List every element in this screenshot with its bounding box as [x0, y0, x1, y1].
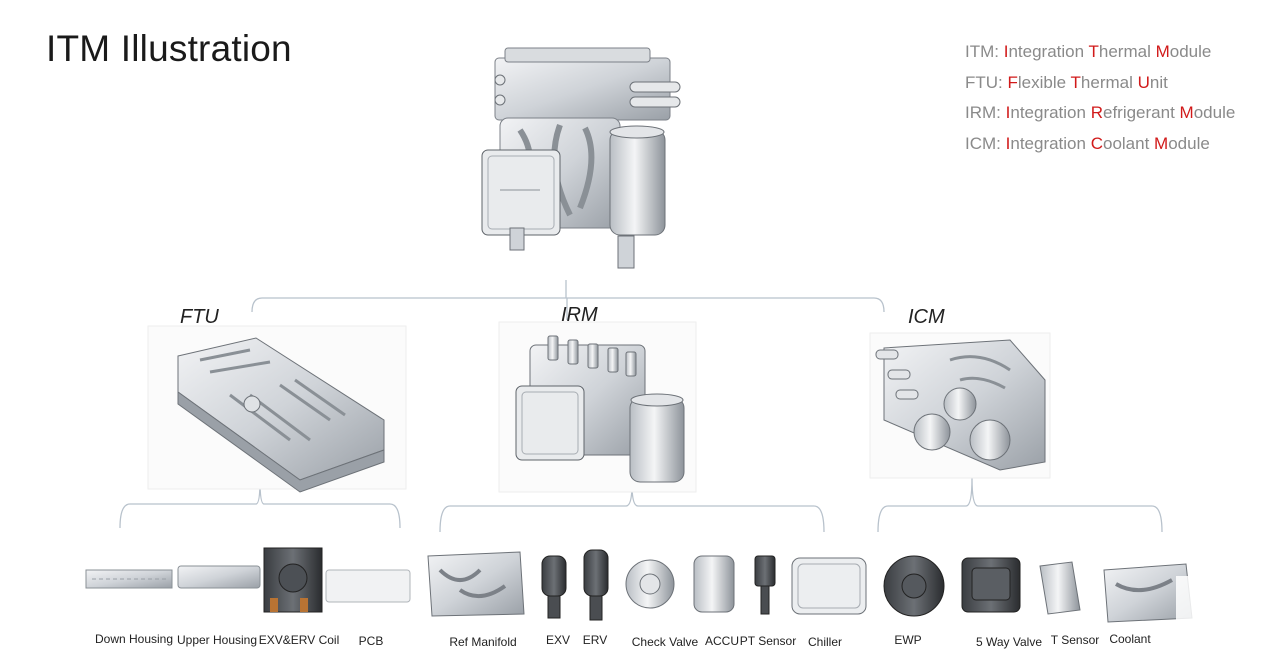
legend-initial: T	[1088, 42, 1099, 61]
legend-abbr: IRM:	[965, 103, 1001, 122]
legend-initial: M	[1154, 133, 1169, 153]
legend-initial: T	[1070, 72, 1081, 92]
legend-initial: M	[1155, 42, 1170, 61]
legend-word-rest: odule	[1169, 42, 1212, 61]
part-label-pcb: PCB	[358, 634, 384, 648]
legend-initial: F	[1007, 72, 1018, 92]
legend-row-irm: IRM: Integration Refrigerant Module	[965, 103, 1270, 134]
legend-word-rest: odule	[1168, 133, 1210, 153]
part-label-exv-erv-coil: EXV&ERV Coil	[258, 633, 340, 647]
component-images	[85, 547, 1246, 636]
legend-row-ftu: FTU: Flexible Thermal Unit	[965, 73, 1270, 104]
itm-assembly-image	[481, 47, 681, 269]
part-label-t-sensor: T Sensor	[1050, 633, 1100, 647]
legend-row-itm: ITM: Integration Thermal Module	[965, 42, 1270, 73]
abbreviation-legend: ITM: Integration Thermal Module FTU: Fle…	[965, 42, 1270, 164]
legend-word-rest: hermal	[1080, 72, 1138, 92]
part-label-exv: EXV	[545, 633, 571, 647]
part-label-ewp: EWP	[894, 633, 922, 647]
part-label-ref-manifold: Ref Manifold	[449, 635, 517, 649]
legend-row-icm: ICM: Integration Coolant Module	[965, 134, 1270, 165]
irm-label: IRM	[561, 304, 598, 326]
legend-word-rest: nit	[1149, 72, 1168, 92]
part-label-coolant-manifold: Coolant	[1109, 632, 1151, 646]
part-label-5-way-valve: 5 Way Valve	[975, 635, 1043, 649]
legend-word-rest: ntegration	[1010, 133, 1091, 153]
icm-image	[869, 332, 1051, 479]
part-label-down-housing: Down Housing	[94, 632, 174, 646]
legend-word-rest: ntegration	[1010, 103, 1091, 122]
legend-word-rest: hermal	[1098, 42, 1156, 61]
legend-word-rest: lexible	[1017, 72, 1071, 92]
legend-initial: I	[1005, 133, 1011, 153]
legend-initial: U	[1137, 72, 1150, 92]
part-label-chiller: Chiller	[807, 635, 843, 649]
legend-word-rest: ntegration	[1008, 42, 1089, 61]
page-title: ITM Illustration	[46, 28, 292, 69]
legend-abbr: FTU:	[965, 72, 1003, 92]
legend-initial: I	[1005, 103, 1011, 122]
legend-initial: R	[1090, 103, 1103, 122]
legend-initial: C	[1090, 133, 1103, 153]
irm-image	[498, 321, 697, 493]
ftu-label: FTU	[180, 306, 219, 328]
part-label-pt-sensor: PT Sensor	[739, 634, 797, 648]
part-label-upper-housing: Upper Housing	[176, 633, 258, 647]
part-label-erv: ERV	[582, 633, 608, 647]
legend-initial: I	[1003, 42, 1009, 61]
legend-abbr: ITM:	[965, 42, 999, 61]
legend-abbr: ICM:	[965, 133, 1001, 153]
ftu-image	[147, 325, 407, 493]
legend-word-rest: odule	[1193, 103, 1236, 122]
legend-word-rest: oolant	[1102, 133, 1155, 153]
legend-word-rest: efrigerant	[1102, 103, 1180, 122]
part-label-accu: ACCU	[704, 634, 740, 648]
icm-label: ICM	[908, 306, 945, 328]
part-label-check-valve: Check Valve	[631, 635, 699, 649]
legend-initial: M	[1179, 103, 1194, 122]
